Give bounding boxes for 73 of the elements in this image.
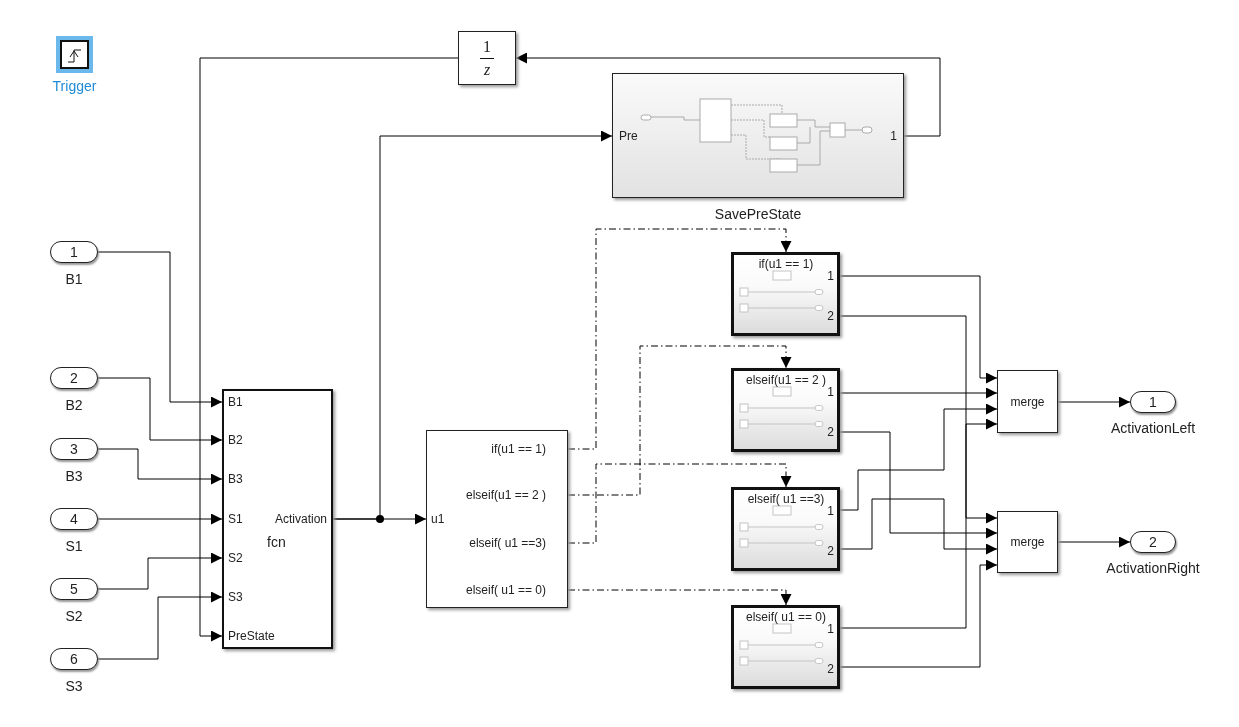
port-label: B2	[65, 398, 83, 412]
signal-line	[839, 418, 998, 629]
port-label: 2	[827, 663, 834, 675]
signal-line	[97, 377, 223, 446]
signal-line	[839, 498, 998, 555]
port-label: B2	[228, 434, 243, 446]
signal-line	[97, 513, 223, 525]
signal-line	[97, 552, 223, 590]
action-signal-line	[567, 228, 792, 450]
block-label: merge	[1010, 396, 1045, 408]
port-label: 1	[827, 270, 834, 282]
block-label: elseif( u1 ==3)	[747, 493, 825, 505]
port-number: 1	[70, 245, 78, 259]
port-label: S3	[65, 679, 83, 693]
port-label: if(u1 == 1)	[491, 443, 546, 455]
block-label: fcn	[267, 535, 286, 549]
port-label: B1	[65, 272, 83, 286]
signal-line	[839, 431, 998, 539]
block-label: elseif( u1 == 0)	[746, 611, 826, 623]
port-label: ActivationLeft	[1110, 421, 1196, 435]
port-label: B3	[228, 473, 243, 485]
action-signal-line	[567, 345, 792, 496]
block-label: merge	[1010, 536, 1045, 548]
port-label: S1	[228, 513, 243, 525]
port-label: 1	[890, 130, 897, 142]
port-label: elseif( u1 ==3)	[469, 537, 546, 549]
signal-line	[1057, 396, 1131, 408]
signal-line	[839, 315, 998, 524]
port-label: u1	[431, 513, 445, 525]
port-label: 1	[827, 386, 834, 398]
port-label: PreState	[228, 630, 275, 642]
signal-line	[97, 448, 223, 485]
port-number: 2	[1149, 535, 1157, 549]
port-number: 6	[70, 652, 78, 666]
port-label: 1	[827, 505, 834, 517]
numerator-text: 1	[483, 39, 491, 55]
port-label: S2	[228, 552, 243, 564]
port-label: S3	[228, 591, 243, 603]
signal-line	[839, 559, 998, 668]
port-label: B1	[228, 396, 243, 408]
port-label: elseif(u1 == 2 )	[465, 489, 546, 501]
port-number: 1	[1149, 395, 1157, 409]
port-label: Activation	[274, 513, 327, 525]
signal-line	[332, 130, 613, 520]
port-label: 2	[827, 545, 834, 557]
port-number: 3	[70, 442, 78, 456]
signal-line	[515, 52, 941, 137]
port-label: 1	[827, 623, 834, 635]
signal-line	[839, 387, 998, 399]
port-label: 2	[827, 426, 834, 438]
port-label: B3	[65, 469, 83, 483]
port-label: ActivationRight	[1106, 561, 1200, 575]
action-signal-line	[567, 463, 792, 544]
port-number: 5	[70, 582, 78, 596]
signal-line	[199, 57, 459, 642]
port-number: 2	[70, 371, 78, 385]
block-label: Trigger	[52, 79, 97, 93]
signal-line	[1057, 536, 1131, 548]
signal-line	[839, 275, 998, 384]
denominator-text: z	[483, 62, 491, 78]
port-number: 4	[70, 512, 78, 526]
signal-line	[97, 251, 223, 408]
signal-line	[839, 403, 998, 511]
block-label: SavePreState	[714, 207, 802, 221]
port-label: 2	[827, 310, 834, 322]
port-label: S2	[65, 609, 83, 623]
port-label: elseif( u1 == 0)	[465, 584, 546, 596]
port-label: Pre	[619, 130, 638, 142]
port-label: S1	[65, 539, 83, 553]
signal-line	[97, 591, 223, 660]
block-label: if(u1 == 1)	[758, 258, 814, 270]
block-label: elseif(u1 == 2 )	[746, 374, 826, 386]
action-signal-line	[567, 589, 792, 606]
